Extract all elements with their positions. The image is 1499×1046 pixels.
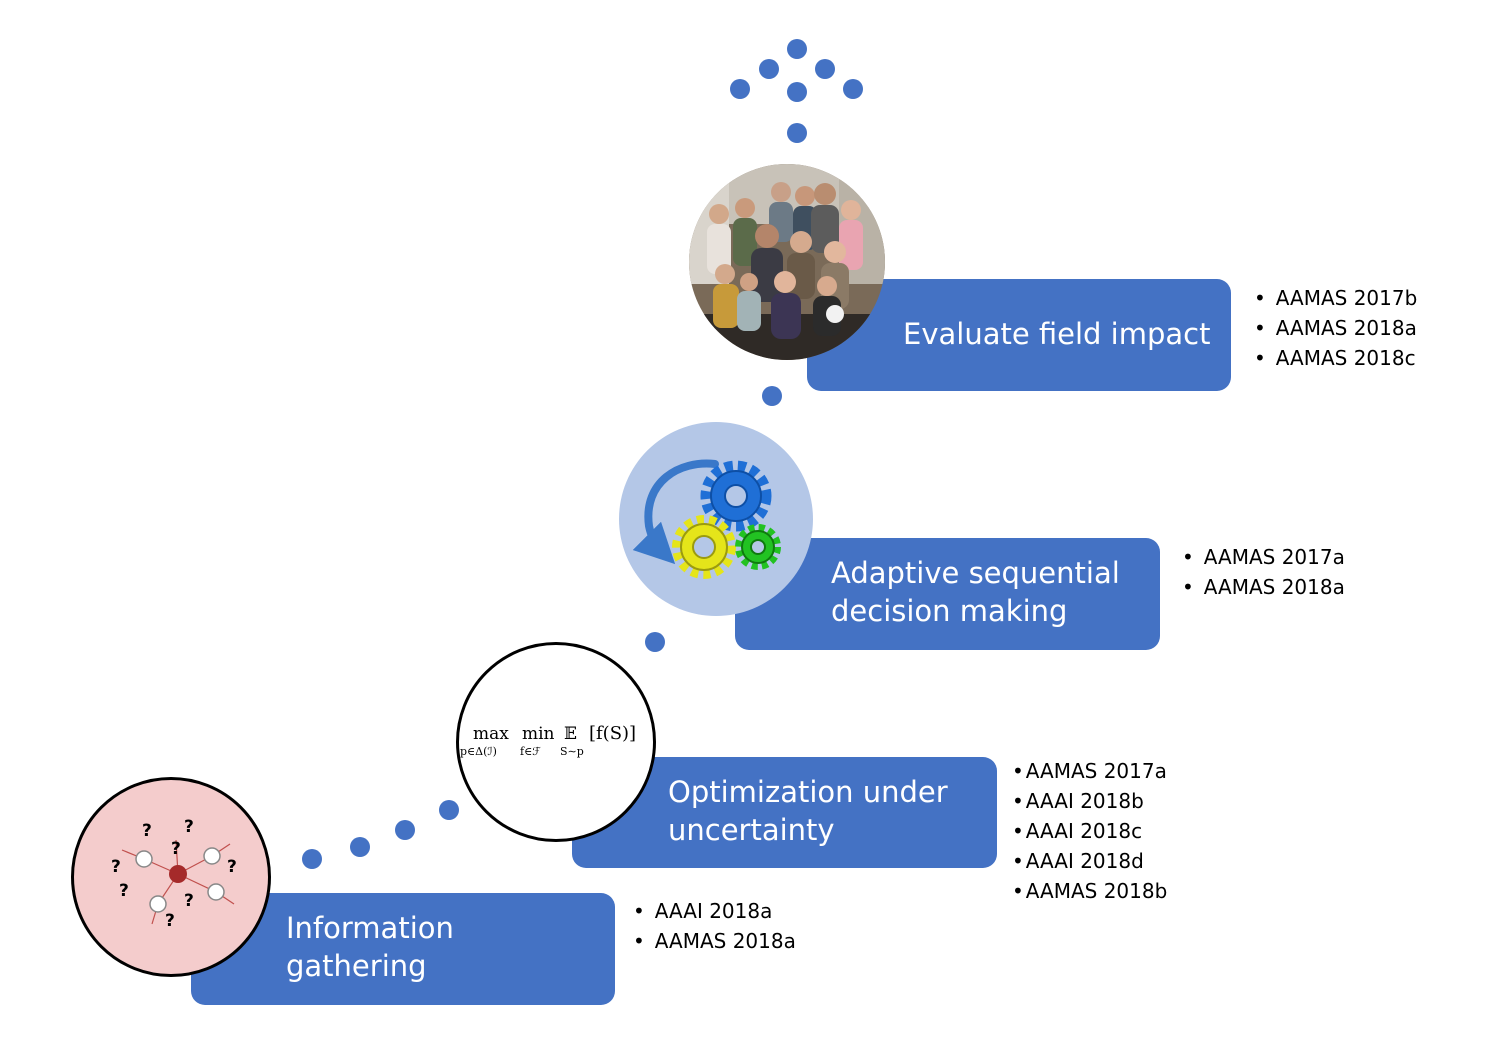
step-label-line: Evaluate field impact	[903, 317, 1211, 351]
unknown-mark: ?	[142, 821, 152, 841]
path-dot	[815, 59, 835, 79]
step-label-line: gathering	[286, 949, 427, 983]
unknown-mark: ?	[171, 839, 181, 859]
minimax-formula: max p∈Δ(ℐ) min f∈ℱ 𝔼 S∼p [f(S)]	[460, 723, 636, 758]
reference-item: AAAI 2018b	[1012, 786, 1167, 816]
unknown-mark: ?	[111, 857, 121, 877]
path-dot	[350, 837, 370, 857]
formula-circle: max p∈Δ(ℐ) min f∈ℱ 𝔼 S∼p [f(S)]	[456, 642, 656, 842]
path-dot	[395, 820, 415, 840]
unknown-mark: ?	[184, 891, 194, 911]
path-dot	[302, 849, 322, 869]
path-dot	[787, 39, 807, 59]
team-photo	[689, 164, 885, 360]
unknown-mark: ?	[227, 857, 237, 877]
gears-icon	[632, 459, 781, 579]
network-hub-node	[169, 865, 187, 883]
reference-item: AAMAS 2018a	[1182, 572, 1345, 602]
people-row-front	[713, 224, 849, 339]
path-dot	[645, 632, 665, 652]
step-label-line: Adaptive sequential	[831, 556, 1120, 590]
formula-max: max	[473, 724, 509, 744]
reference-item: AAAI 2018c	[1012, 816, 1167, 846]
step-label-line: Information	[286, 911, 454, 945]
path-dot	[439, 800, 459, 820]
formula-min: min	[522, 724, 555, 744]
step-label-line: uncertainty	[668, 813, 835, 847]
group-photo-illustration	[689, 164, 885, 360]
reference-item: AAMAS 2018c	[1254, 343, 1417, 373]
network-circle: ? ? ? ? ? ? ? ?	[71, 777, 271, 977]
step-label-line: decision making	[831, 594, 1068, 628]
network-node	[203, 847, 221, 865]
formula-min-subscript: f∈ℱ	[520, 745, 541, 758]
path-dot	[787, 123, 807, 143]
reference-item: AAMAS 2017b	[1254, 283, 1418, 313]
reference-item: AAMAS 2018a	[1254, 313, 1417, 343]
network-node	[207, 883, 225, 901]
formula-max-subscript: p∈Δ(ℐ)	[460, 745, 497, 758]
reference-item: AAMAS 2018a	[633, 926, 796, 956]
people-row-back	[707, 182, 863, 274]
reference-item: AAMAS 2017a	[1182, 542, 1345, 572]
network-node	[135, 850, 153, 868]
unknown-mark: ?	[119, 881, 129, 901]
path-dot	[787, 82, 807, 102]
step-label-line: Optimization under	[668, 775, 948, 809]
reference-item: AAMAS 2018b	[1012, 876, 1168, 906]
green-gear-icon	[735, 524, 781, 570]
blue-gear-icon	[700, 460, 772, 532]
step-box-adaptive: Adaptive sequential decision making	[735, 538, 1160, 650]
unknown-mark: ?	[184, 817, 194, 837]
unknown-mark: ?	[165, 911, 175, 931]
path-dot	[730, 79, 750, 99]
cycle-arrow-icon	[632, 459, 719, 565]
formula-expectation: 𝔼	[564, 724, 577, 744]
formula-body: [f(S)]	[589, 723, 636, 744]
references-optimization: AAMAS 2017a AAAI 2018b AAAI 2018c AAAI 2…	[1012, 756, 1168, 906]
reference-item: AAAI 2018a	[633, 896, 796, 926]
network-graph-icon: ? ? ? ? ? ? ? ?	[111, 817, 237, 931]
yellow-gear-icon	[672, 515, 736, 579]
formula-expectation-subscript: S∼p	[560, 745, 584, 758]
path-dot	[843, 79, 863, 99]
reference-item: AAAI 2018d	[1012, 846, 1167, 876]
reference-item: AAMAS 2017a	[1012, 756, 1167, 786]
references-information-gathering: AAAI 2018a AAMAS 2018a	[633, 896, 796, 956]
path-dot	[762, 386, 782, 406]
references-field-impact: AAMAS 2017b AAMAS 2018a AAMAS 2018c	[1254, 283, 1418, 373]
gears-circle	[619, 422, 813, 616]
path-dot	[759, 59, 779, 79]
network-node	[149, 895, 167, 913]
references-adaptive: AAMAS 2017a AAMAS 2018a	[1182, 542, 1345, 602]
